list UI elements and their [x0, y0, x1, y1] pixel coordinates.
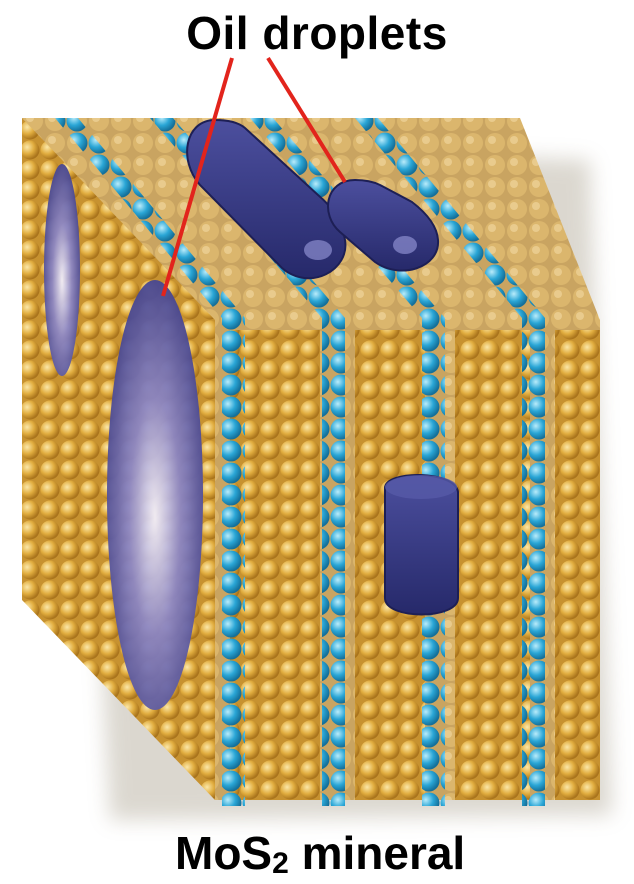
oil-droplet-left-large	[107, 280, 203, 710]
oil-droplet-left-small	[44, 164, 80, 376]
mos2-formula-subscript: 2	[272, 847, 289, 880]
oil-droplet-front	[385, 475, 458, 615]
mos2-formula-main: MoS	[175, 827, 272, 879]
mineral-word: mineral	[289, 827, 465, 879]
oil-droplets-label: Oil droplets	[0, 6, 634, 60]
mos2-mineral-label: MoS2 mineral	[175, 826, 465, 881]
